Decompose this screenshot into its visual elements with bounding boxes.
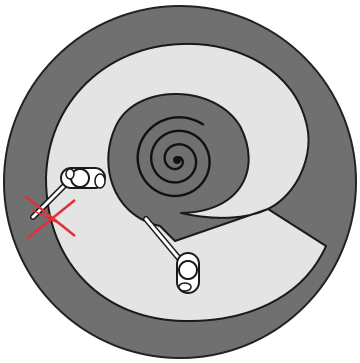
player-bottom-head bbox=[179, 261, 197, 279]
spiral-core-dot bbox=[173, 156, 181, 164]
